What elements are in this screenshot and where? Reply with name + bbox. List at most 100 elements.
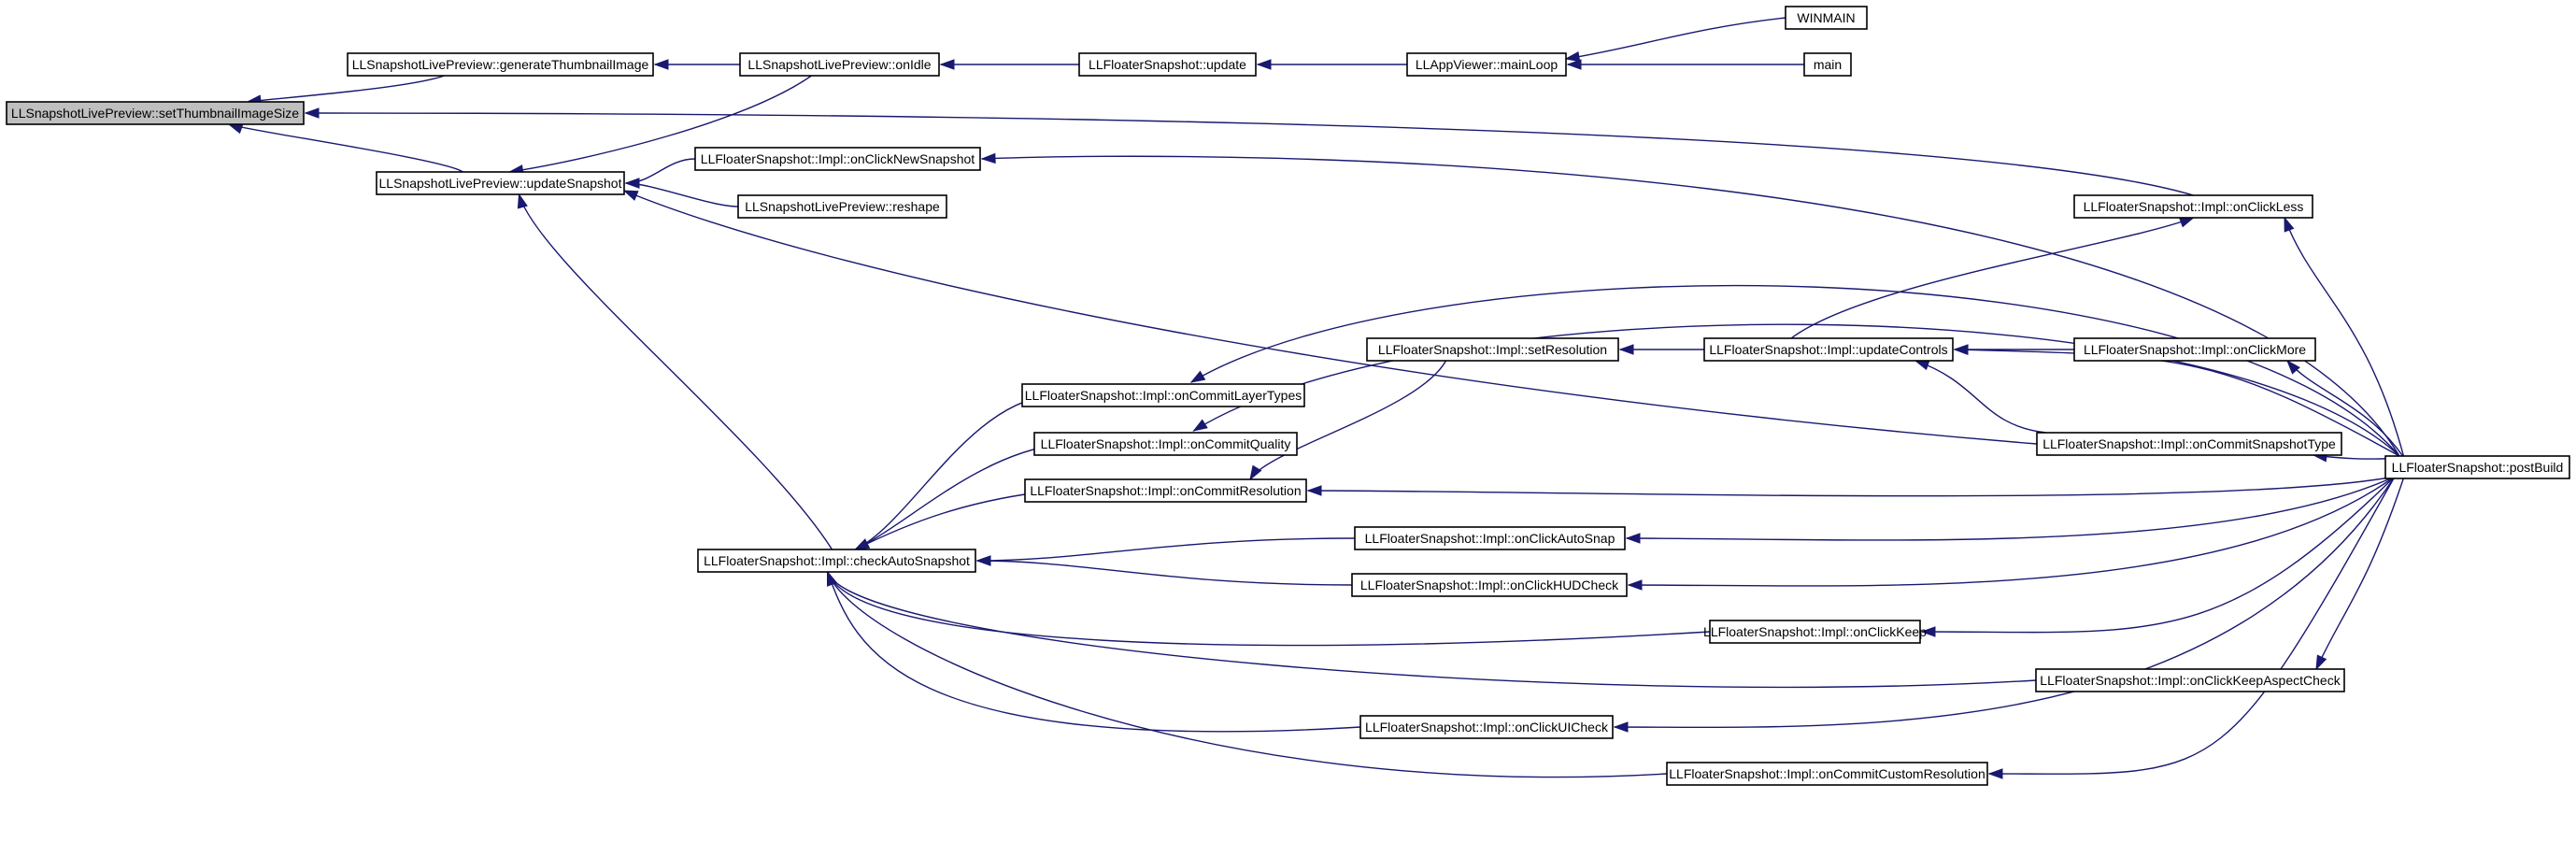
edge-line [1249, 360, 1447, 480]
edge-postBuild-to-onCommitQual [1192, 323, 2400, 457]
edge-postBuild-to-onClickNew [980, 152, 2400, 457]
edge-line [1790, 217, 2194, 339]
node-onIdle[interactable]: LLSnapshotLivePreview::onIdle [739, 52, 940, 77]
edge-postBuild-to-onClickUI [1613, 476, 2396, 733]
node-box[interactable] [1351, 573, 1628, 597]
arrow-head [1625, 533, 1641, 544]
node-box[interactable] [2036, 432, 2342, 456]
edge-line [2315, 476, 2405, 670]
node-box[interactable] [1078, 52, 1257, 77]
edge-line [855, 394, 1051, 550]
arrow-head [980, 152, 996, 164]
edge-onIdle-to-genThumb [653, 59, 740, 70]
node-box[interactable] [1709, 620, 1921, 644]
node-box[interactable] [1359, 715, 1614, 739]
edge-mainLoop-to-fsUpdate [1256, 59, 1407, 70]
node-setRes[interactable]: LLFloaterSnapshot::Impl::setResolution [1366, 337, 1619, 362]
edge-postBuild-to-onCommitLayer [1189, 284, 2400, 457]
arrow-head [1306, 485, 1322, 496]
edge-line [1614, 476, 2396, 728]
node-box[interactable] [1021, 383, 1305, 407]
node-box[interactable] [697, 549, 976, 573]
node-label: WINMAIN [1797, 10, 1855, 25]
node-mainLoop[interactable]: LLAppViewer::mainLoop [1406, 52, 1567, 77]
edge-line [826, 571, 1361, 733]
arrow-head [1987, 768, 2003, 779]
node-layer: LLSnapshotLivePreview::setThumbnailImage… [6, 6, 2570, 786]
edge-line [826, 571, 2037, 689]
node-onClickKeep[interactable]: LLFloaterSnapshot::Impl::onClickKeep [1703, 620, 1927, 644]
edge-line [855, 490, 1054, 550]
edge-setRes-to-onCommitRes [1249, 360, 1447, 481]
node-genThumb[interactable]: LLSnapshotLivePreview::generateThumbnail… [347, 52, 654, 77]
node-box[interactable] [739, 52, 940, 77]
node-label: LLFloaterSnapshot::Impl::onClickMore [2084, 342, 2306, 357]
node-onCommitLayer[interactable]: LLFloaterSnapshot::Impl::onCommitLayerTy… [1021, 383, 1305, 407]
edge-main-to-mainLoop [1566, 59, 1804, 70]
node-box[interactable] [1033, 432, 1298, 456]
node-onClickAutoSnap[interactable]: LLFloaterSnapshot::Impl::onClickAutoSnap [1354, 526, 1626, 550]
node-label: LLFloaterSnapshot::update [1089, 57, 1246, 72]
node-box[interactable] [1354, 526, 1626, 550]
node-onCommitRes[interactable]: LLFloaterSnapshot::Impl::onCommitResolut… [1024, 478, 1307, 503]
node-box[interactable] [1785, 6, 1868, 30]
node-winmain[interactable]: WINMAIN [1785, 6, 1868, 30]
node-box[interactable] [737, 194, 947, 219]
node-box[interactable] [2073, 337, 2316, 362]
edge-onCommitSnapType-to-updCtrls [1914, 360, 2047, 434]
node-updSnap[interactable]: LLSnapshotLivePreview::updateSnapshot [376, 171, 625, 195]
arrow-head [227, 123, 244, 135]
node-box[interactable] [1024, 478, 1307, 503]
edge-line [305, 112, 2194, 196]
edge-updSnap-to-setThumb [227, 123, 463, 173]
arrow-head [826, 570, 837, 587]
node-label: LLSnapshotLivePreview::updateSnapshot [379, 176, 622, 191]
edge-line [1628, 476, 2396, 587]
node-checkAuto[interactable]: LLFloaterSnapshot::Impl::checkAutoSnapsh… [697, 549, 976, 573]
node-box[interactable] [2384, 455, 2570, 479]
edge-postBuild-to-onCommitCustom [1987, 476, 2396, 779]
node-reshape[interactable]: LLSnapshotLivePreview::reshape [737, 194, 947, 219]
edge-line [1954, 349, 2400, 457]
node-onClickMore[interactable]: LLFloaterSnapshot::Impl::onClickMore [2073, 337, 2316, 362]
node-box[interactable] [376, 171, 625, 195]
arrow-head [975, 555, 991, 566]
node-box[interactable] [1406, 52, 1567, 77]
node-onClickHUD[interactable]: LLFloaterSnapshot::Impl::onClickHUDCheck [1351, 573, 1628, 597]
node-label: LLAppViewer::mainLoop [1416, 57, 1558, 72]
node-onCommitSnapType[interactable]: LLFloaterSnapshot::Impl::onCommitSnapsho… [2036, 432, 2342, 456]
edge-line [1921, 476, 2396, 634]
node-onClickUI[interactable]: LLFloaterSnapshot::Impl::onClickUICheck [1359, 715, 1614, 739]
node-box[interactable] [694, 147, 981, 171]
node-postBuild[interactable]: LLFloaterSnapshot::postBuild [2384, 455, 2570, 479]
edge-postBuild-to-onClickMore [2286, 359, 2405, 459]
node-box[interactable] [1666, 762, 1988, 786]
node-box[interactable] [6, 101, 305, 125]
edge-line [976, 560, 1353, 586]
node-updCtrls[interactable]: LLFloaterSnapshot::Impl::updateControls [1703, 337, 1954, 362]
edge-line [1193, 323, 2400, 457]
node-onClickLess[interactable]: LLFloaterSnapshot::Impl::onClickLess [2073, 194, 2313, 219]
node-onCommitQual[interactable]: LLFloaterSnapshot::Impl::onCommitQuality [1033, 432, 1298, 456]
node-fsUpdate[interactable]: LLFloaterSnapshot::update [1078, 52, 1257, 77]
node-onCommitCustom[interactable]: LLFloaterSnapshot::Impl::onCommitCustomR… [1666, 762, 1988, 786]
node-box[interactable] [347, 52, 654, 77]
node-onClickNew[interactable]: LLFloaterSnapshot::Impl::onClickNewSnaps… [694, 147, 981, 171]
arrow-head [854, 538, 871, 550]
arrow-head [1192, 419, 1208, 432]
node-box[interactable] [1703, 337, 1954, 362]
node-box[interactable] [1366, 337, 1619, 362]
edge-line [625, 182, 739, 207]
node-setThumb[interactable]: LLSnapshotLivePreview::setThumbnailImage… [6, 101, 305, 125]
node-onClickKeepAspect[interactable]: LLFloaterSnapshot::Impl::onClickKeepAspe… [2035, 668, 2345, 692]
edge-line [509, 75, 812, 173]
edge-onClickHUD-to-checkAuto [975, 555, 1353, 586]
node-main[interactable]: main [1803, 52, 1852, 77]
edge-layer [227, 17, 2405, 779]
node-box[interactable] [1803, 52, 1852, 77]
node-box[interactable] [2073, 194, 2313, 219]
node-label: LLFloaterSnapshot::Impl::onCommitQuality [1041, 436, 1291, 451]
node-box[interactable] [2035, 668, 2345, 692]
arrow-head [2178, 217, 2195, 228]
